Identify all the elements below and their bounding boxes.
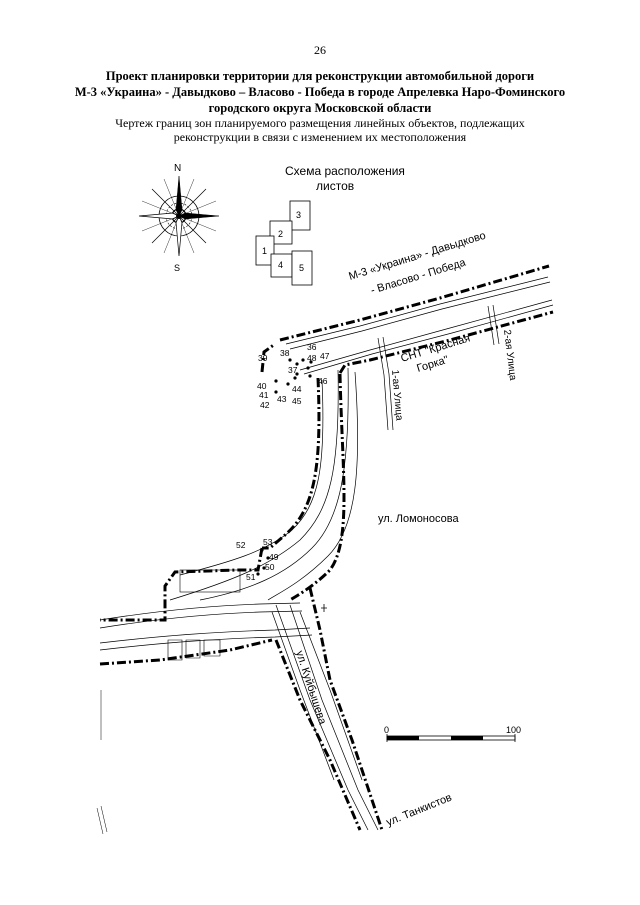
point-number-45: 45 [292, 396, 302, 406]
point-number-36: 36 [307, 342, 317, 352]
sheet-5-label: 5 [299, 263, 304, 273]
kuibysheva-street-label: ул. Куйбышева [293, 649, 328, 727]
point-number-47: 47 [320, 351, 330, 361]
point-number-52: 52 [236, 540, 246, 550]
compass-north-label: N [174, 163, 181, 174]
sheet-scheme-title-2: листов [316, 179, 354, 193]
point-number-37: 37 [288, 365, 298, 375]
sheet-4-label: 4 [278, 260, 283, 270]
subtitle-line-2: реконструкции в связи с изменением их ме… [173, 130, 467, 144]
subtitle-line-1: Чертеж границ зон планируемого размещени… [115, 116, 525, 130]
point-number-44: 44 [292, 384, 302, 394]
point-number-39: 39 [258, 353, 268, 363]
second-street-label: 2-ая Улица [501, 329, 518, 381]
point-number-51: 51 [246, 572, 256, 582]
first-street-label: 1-ая Улица [389, 369, 404, 421]
point-number-46: 46 [318, 376, 328, 386]
point-number-48: 48 [307, 353, 317, 363]
point-number-40: 40 [257, 381, 267, 391]
sheet-2-label: 2 [278, 229, 283, 239]
point-number-43: 43 [277, 394, 287, 404]
sheet-scheme [255, 200, 313, 286]
tankistov-street-label: ул. Танкистов [385, 792, 454, 829]
title-line-1: Проект планировки территории для реконст… [105, 69, 535, 83]
title-line-3: городского округа Московской области [208, 101, 432, 115]
point-number-53: 53 [263, 537, 273, 547]
scale-bar-end: 100 [506, 725, 521, 735]
point-number-38: 38 [280, 348, 290, 358]
point-number-50: 50 [265, 562, 275, 572]
point-number-49: 49 [269, 552, 279, 562]
lomonosova-street-label: ул. Ломоносова [378, 513, 459, 525]
zone-boundary [99, 264, 554, 831]
scale-bar-start: 0 [384, 725, 389, 735]
page-number: 26 [314, 43, 326, 57]
point-number-41: 41 [259, 390, 269, 400]
compass-south-label: S [174, 263, 180, 273]
point-markers [256, 358, 313, 576]
sheet-1-label: 1 [262, 246, 267, 256]
sheet-scheme-title-1: Схема расположения [285, 164, 405, 178]
sheet-3-label: 3 [296, 210, 301, 220]
title-line-2: М-3 «Украина» - Давыдково – Власово - По… [74, 85, 566, 99]
compass-rose-icon [138, 175, 220, 257]
scale-bar [386, 734, 516, 742]
point-number-42: 42 [260, 400, 270, 410]
title-block: Проект планировки территории для реконст… [40, 68, 600, 144]
